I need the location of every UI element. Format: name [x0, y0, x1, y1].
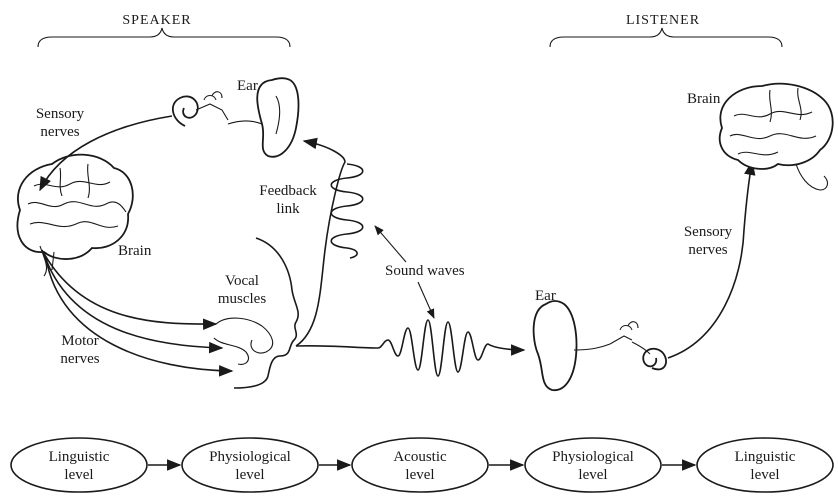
level-2-line-1: Physiological [209, 449, 291, 465]
sound-waves-label: Sound waves [385, 263, 465, 279]
level-2-line-2: level [235, 467, 264, 483]
sensory-nerves-speaker-label-2: nerves [40, 124, 79, 140]
level-ellipse [696, 437, 834, 493]
listener-ear-label: Ear [535, 288, 556, 304]
level-ellipse [351, 437, 489, 493]
speaker-face-icon [213, 237, 299, 389]
sensory-nerves-listener-label-1: Sensory [684, 224, 733, 240]
motor-nerve-path-1 [41, 249, 218, 330]
motor-nerves-label-1: Motor [61, 333, 99, 349]
level-4-line-2: level [578, 467, 607, 483]
level-1-line-2: level [64, 467, 93, 483]
level-5-line-2: level [750, 467, 779, 483]
feedback-link-path [295, 137, 346, 347]
listener-ear-icon [532, 300, 667, 391]
listener-brain-label: Brain [687, 91, 721, 107]
vocal-muscles-label-2: muscles [218, 291, 266, 307]
level-3-line-2: level [405, 467, 434, 483]
level-3-line-1: Acoustic [393, 449, 447, 465]
sound-waves-pointer-down [417, 281, 435, 319]
speaker-ear-icon [171, 77, 300, 158]
feedback-link-label-2: link [276, 201, 300, 217]
level-ellipse [10, 437, 148, 493]
sensory-nerves-listener-label-2: nerves [688, 242, 727, 258]
listener-brain-icon [718, 82, 834, 191]
level-1-line-1: Linguistic [49, 449, 110, 465]
listener-brace [549, 27, 783, 48]
speaker-brain-icon [16, 153, 134, 277]
level-ellipse [524, 437, 662, 493]
motor-nerves-label-2: nerves [60, 351, 99, 367]
speaker-ear-label: Ear [237, 78, 258, 94]
sensory-nerve-listener-path [667, 160, 756, 359]
sensory-nerve-speaker-path [39, 115, 173, 192]
speaker-brain-label: Brain [118, 243, 152, 259]
speaker-brace [37, 27, 291, 48]
feedback-wave [330, 163, 364, 259]
level-5-line-1: Linguistic [735, 449, 796, 465]
feedback-link-label-1: Feedback [259, 183, 317, 199]
sound-wave [295, 319, 526, 377]
levels-row: Linguistic level Physiological level Aco… [10, 437, 834, 493]
motor-nerve-path-3 [45, 257, 234, 377]
sound-waves-pointer-up [374, 225, 407, 263]
vocal-muscles-label-1: Vocal [225, 273, 259, 289]
sensory-nerves-speaker-label-1: Sensory [36, 106, 85, 122]
motor-nerve-path-2 [43, 253, 224, 354]
listener-header: LISTENER [626, 13, 700, 28]
level-4-line-1: Physiological [552, 449, 634, 465]
speaker-header: SPEAKER [122, 13, 191, 28]
level-ellipse [181, 437, 319, 493]
